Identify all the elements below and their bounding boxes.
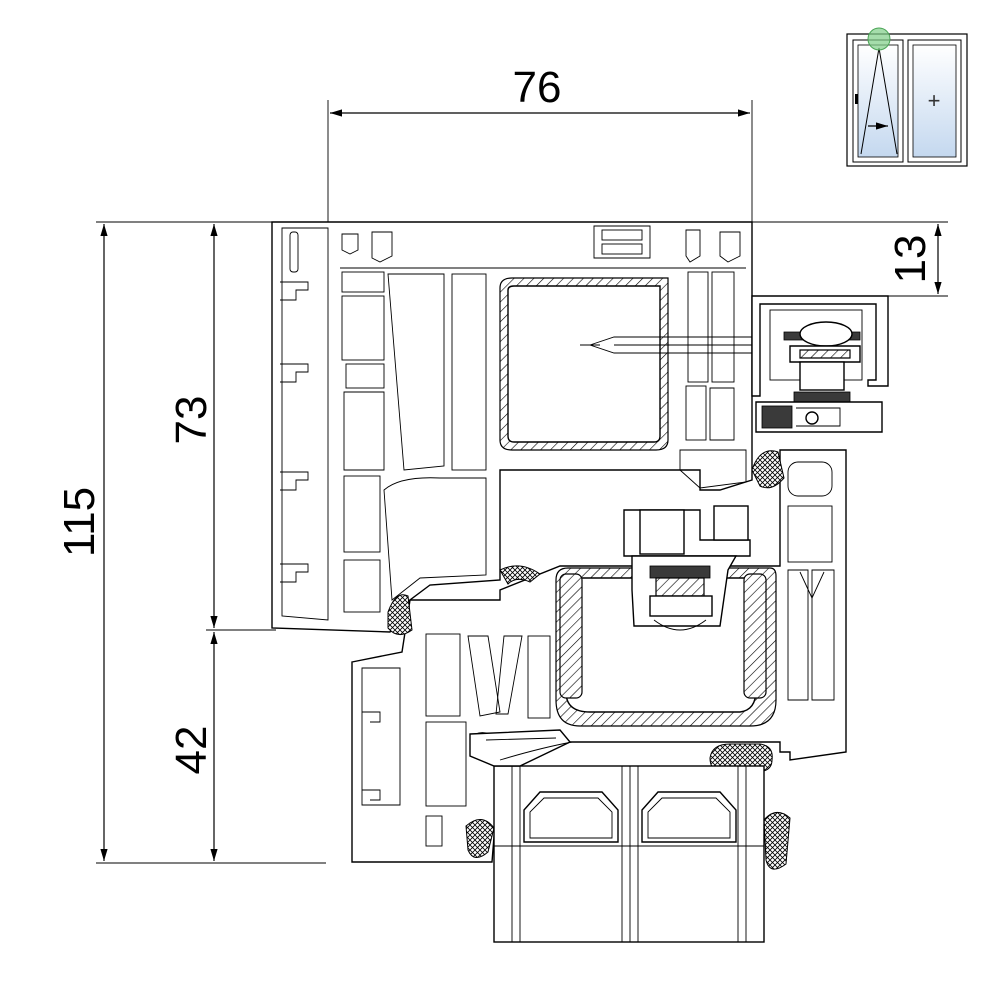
sash-hardware xyxy=(623,505,751,631)
dimension-frame-height: 73 xyxy=(167,224,276,631)
thumbnail-plus-symbol: + xyxy=(928,88,941,113)
window-type-thumbnail: + xyxy=(846,27,968,167)
dimension-width: 76 xyxy=(327,63,753,222)
dimension-top-offset-label: 13 xyxy=(886,235,935,284)
hardware-rail xyxy=(751,295,889,433)
hinge-marker-icon xyxy=(867,27,891,51)
dimension-total-height-label: 115 xyxy=(55,487,104,557)
dimension-frame-height-label: 73 xyxy=(167,396,216,445)
dimension-width-label: 76 xyxy=(513,63,562,112)
dimension-sash-height-label: 42 xyxy=(167,726,216,775)
dimension-sash-height: 42 xyxy=(167,632,218,861)
dimension-top-offset: 13 xyxy=(752,221,948,297)
glazing-unit xyxy=(469,729,765,943)
dimension-total-height: 115 xyxy=(55,221,330,864)
frame-profile xyxy=(271,221,753,633)
